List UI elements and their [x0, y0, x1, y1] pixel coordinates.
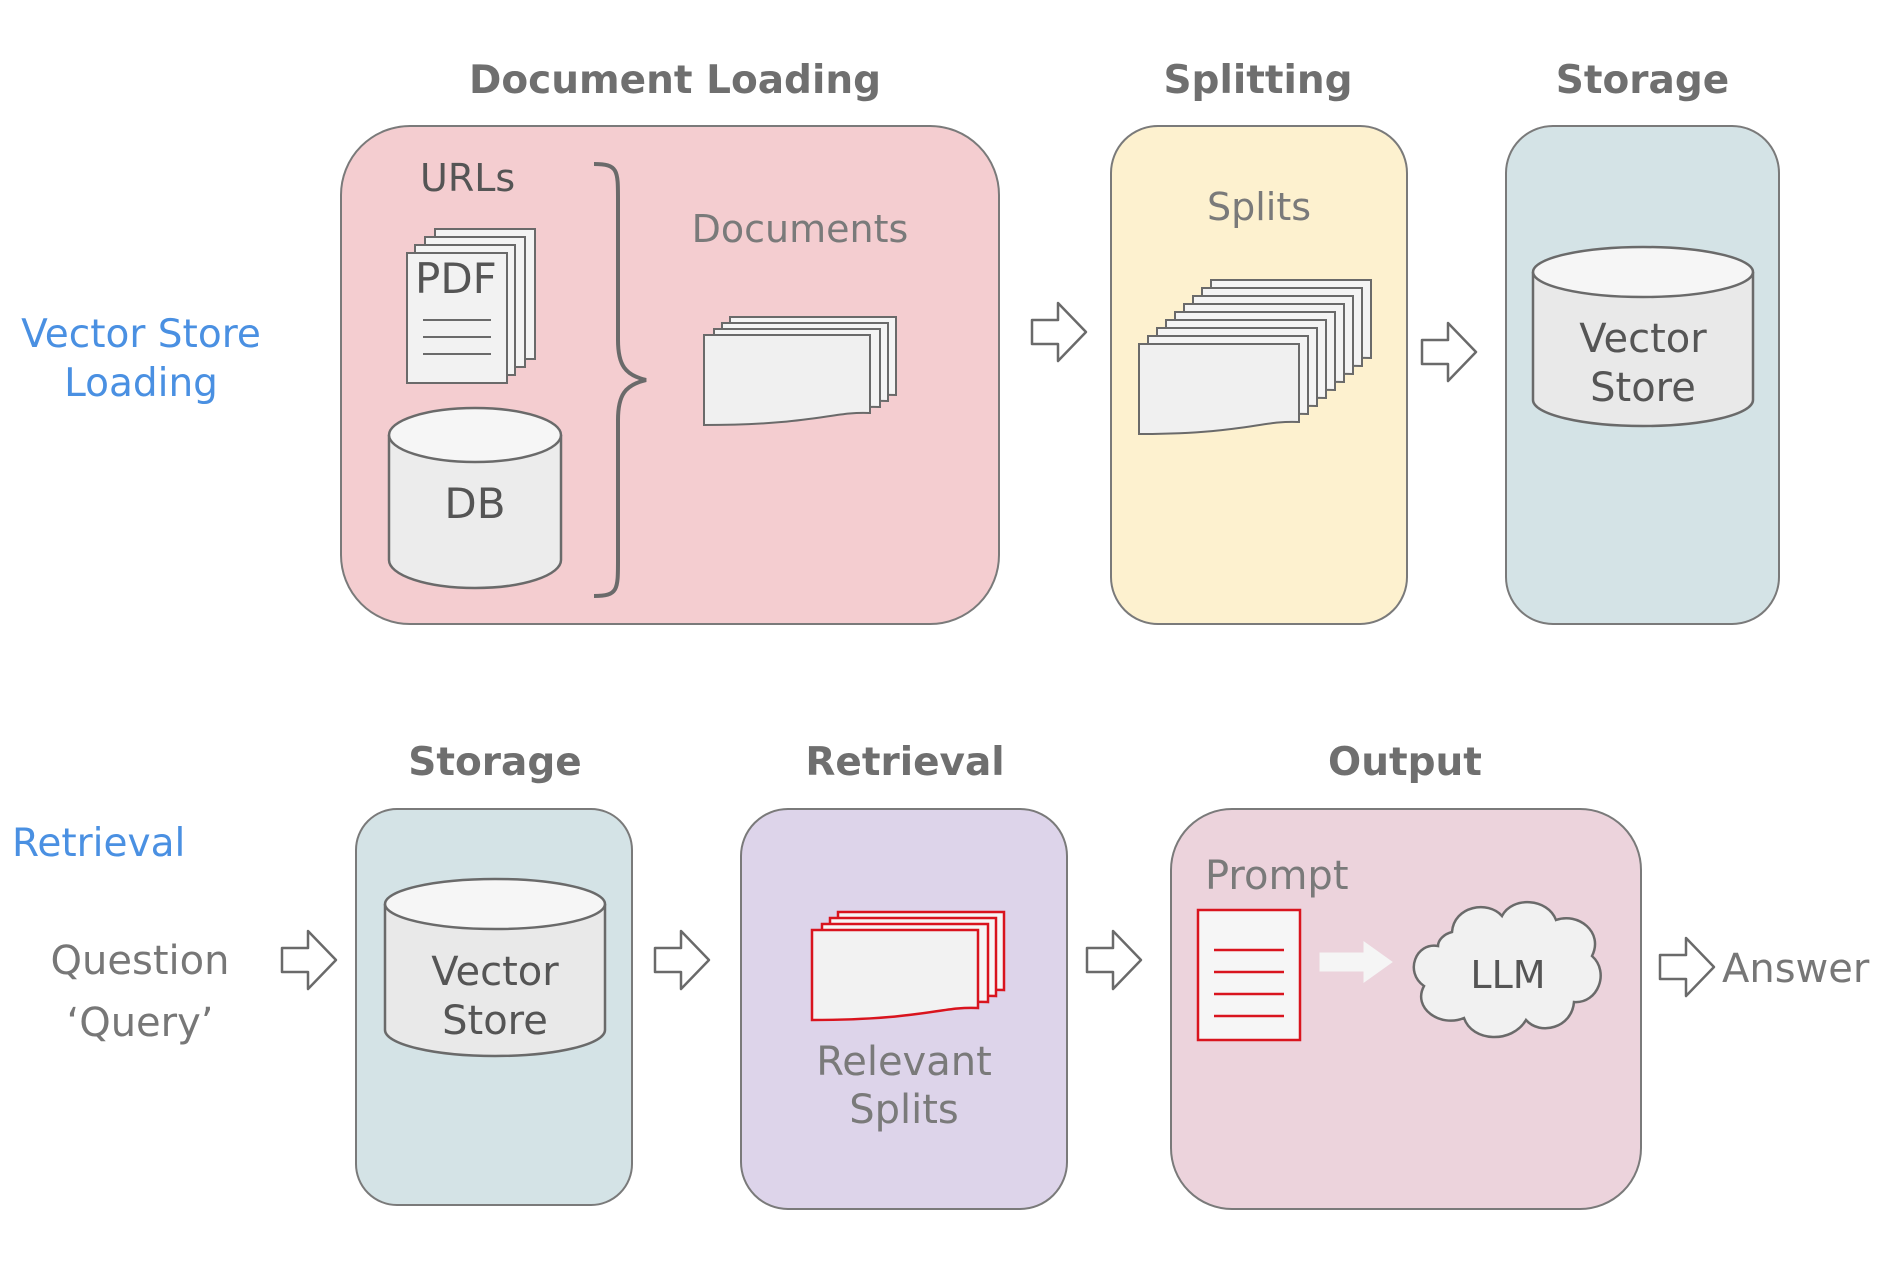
row-label-line: Loading [64, 360, 218, 406]
splits-stack-icon [1138, 279, 1372, 436]
stage-title-splitting: Splitting [1163, 58, 1353, 103]
split-sheet [1138, 343, 1300, 436]
answer-label: Answer [1722, 946, 1870, 992]
brace-icon [593, 162, 647, 598]
stage-title-document-loading: Document Loading [468, 58, 882, 103]
documents-label: Documents [691, 207, 909, 251]
arrow-right-icon [1030, 301, 1088, 363]
stage-title-storage: Storage [1555, 58, 1730, 103]
llm-label: LLM [1470, 953, 1546, 997]
vector-store-icon [383, 877, 607, 1058]
splits-label: Splits [1206, 185, 1312, 229]
llm-cloud-icon [1412, 901, 1602, 1039]
prompt-label: Prompt [1205, 853, 1349, 899]
pdf-label: PDF [415, 254, 497, 303]
question-line: Question [50, 938, 230, 984]
relevant-splits-icon [810, 910, 1006, 1022]
vector-store-label: Vector Store [1530, 315, 1756, 413]
arrow-right-icon [1085, 929, 1143, 991]
arrow-right-icon [280, 929, 338, 991]
arrow-right-icon [1420, 321, 1478, 383]
vector-store-label-line: Store [442, 997, 548, 1044]
database-icon [387, 406, 563, 590]
query-line: ‘Query’ [66, 1000, 214, 1046]
arrow-right-icon [1658, 936, 1716, 998]
row-label-retrieval: Retrieval [12, 821, 186, 866]
arrow-right-icon [653, 929, 711, 991]
question-query-label: Question ‘Query’ [30, 930, 250, 1054]
row-label-line: Vector Store [21, 312, 261, 357]
prompt-icon [1196, 908, 1302, 1042]
urls-label: URLs [420, 156, 516, 200]
vector-store-label: Vector Store [382, 948, 608, 1046]
document-stack-icon [703, 316, 897, 427]
relevant-splits-label-line: Splits [849, 1087, 959, 1133]
row-label-vector-store-loading: Vector Store Loading [10, 311, 272, 409]
relevant-splits-label: Relevant Splits [740, 1038, 1068, 1134]
arrow-right-icon [1319, 941, 1393, 983]
vector-store-label-line: Store [1590, 364, 1696, 411]
vector-store-label-line: Vector [1579, 316, 1707, 362]
pdf-icon [406, 228, 536, 384]
stage-title-storage: Storage [408, 740, 582, 785]
stage-title-output: Output [1328, 740, 1482, 785]
vector-store-label-line: Vector [431, 949, 559, 995]
vector-store-icon [1531, 245, 1755, 428]
db-label: DB [444, 479, 506, 528]
relevant-splits-label-line: Relevant [816, 1039, 992, 1085]
stage-title-retrieval: Retrieval [805, 740, 1005, 785]
